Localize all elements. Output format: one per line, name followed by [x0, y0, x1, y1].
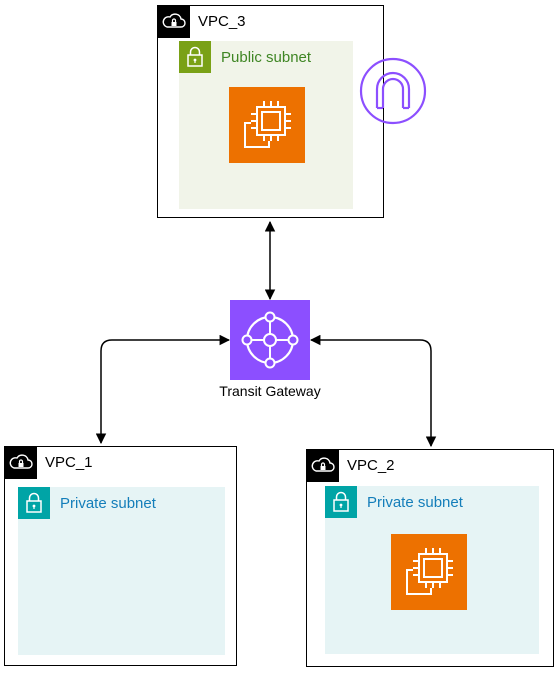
- gateway-to-vpc2-connector: [309, 334, 437, 448]
- vpc-1-group[interactable]: VPC_1 Private subnet: [4, 446, 237, 666]
- vpc-3-label: VPC_3: [198, 13, 246, 30]
- transit-gateway-label: Transit Gateway: [219, 383, 321, 399]
- vpc-2-group[interactable]: VPC_2 Private subnet: [306, 449, 554, 667]
- vpc-2-label: VPC_2: [347, 457, 395, 474]
- lock-icon: [325, 486, 357, 518]
- lock-icon: [179, 41, 211, 73]
- cloud-lock-icon: [307, 450, 339, 482]
- cloud-lock-icon: [158, 6, 190, 38]
- public-subnet-label: Public subnet: [221, 49, 312, 66]
- private-subnet-vpc2-label: Private subnet: [367, 494, 463, 511]
- cloud-lock-icon: [5, 447, 37, 479]
- ec2-instance-icon[interactable]: [229, 87, 305, 163]
- ec2-instance-icon[interactable]: [391, 534, 467, 610]
- private-subnet-vpc1-label: Private subnet: [60, 495, 156, 512]
- transit-gateway-icon[interactable]: [230, 300, 310, 380]
- public-subnet[interactable]: Public subnet: [179, 41, 353, 209]
- internet-gateway-icon[interactable]: [358, 56, 428, 126]
- gateway-to-vpc1-connector: [95, 334, 231, 445]
- private-subnet-vpc1[interactable]: Private subnet: [18, 487, 225, 655]
- vpc-1-label: VPC_1: [45, 454, 93, 471]
- lock-icon: [18, 487, 50, 519]
- private-subnet-vpc2[interactable]: Private subnet: [325, 486, 539, 654]
- vpc-3-group[interactable]: VPC_3 Public subnet: [157, 5, 384, 218]
